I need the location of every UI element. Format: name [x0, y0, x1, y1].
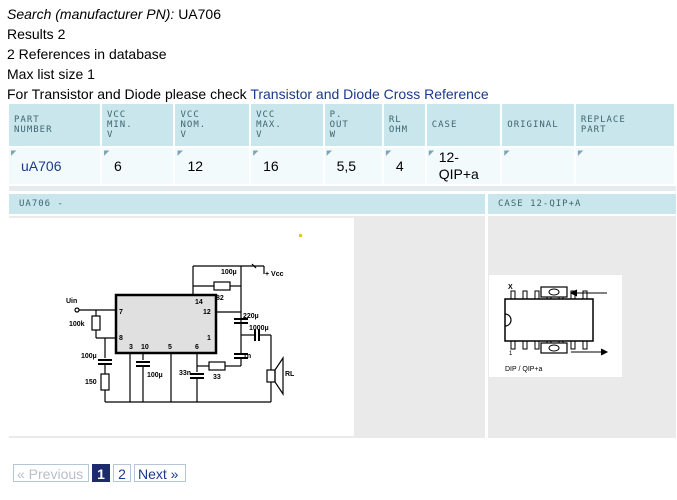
- label-r150: 150: [85, 379, 97, 386]
- label-c1n: 1n: [243, 353, 251, 360]
- package-pin1: 1: [509, 351, 513, 357]
- col-case[interactable]: CASE: [426, 104, 501, 146]
- detail-header-case: CASE 12-QIP+A: [488, 194, 676, 214]
- col-original[interactable]: ORIGINAL: [502, 104, 574, 146]
- cross-reference-prefix: For Transistor and Diode please check: [7, 86, 247, 102]
- cell-rl-ohm: ◤4: [383, 148, 425, 184]
- dip-package-icon: X 1 DIP / QIP+a: [504, 284, 609, 373]
- corner-marker-icon: ◤: [326, 150, 332, 157]
- label-c100u-top: 100µ: [221, 269, 237, 276]
- schematic-panel: Uin 100k 100µ 150 100µ + Vcc 82 220µ 100…: [9, 216, 485, 438]
- label-c100u: 100µ: [81, 353, 97, 360]
- pin-6: 6: [195, 344, 199, 351]
- label-c220u: 220µ: [243, 313, 259, 320]
- corner-marker-icon: ◤: [11, 150, 17, 157]
- corner-marker-icon: ◤: [103, 150, 110, 157]
- cell-replace-part: ◤: [575, 148, 674, 184]
- next-page-button[interactable]: Next »: [134, 464, 186, 482]
- detail-header-part: UA706 -: [9, 194, 485, 214]
- corner-marker-icon: ◤: [177, 150, 183, 157]
- cross-reference-line: For Transistor and Diode please check Tr…: [7, 84, 489, 104]
- previous-page-button: « Previous: [13, 464, 89, 482]
- cell-original: ◤: [502, 148, 574, 184]
- cell-vcc-max: ◤16: [251, 148, 323, 184]
- part-number-link[interactable]: uA706: [21, 158, 62, 174]
- cell-vcc-min: ◤6: [101, 148, 174, 184]
- corner-marker-icon: ◤: [253, 150, 259, 157]
- package-image: X 1 DIP / QIP+a: [489, 275, 622, 377]
- label-c100u-b: 100µ: [147, 372, 163, 379]
- pin-1: 1: [207, 335, 211, 342]
- search-info: Search (manufacturer PN): UA706 Results …: [7, 4, 489, 104]
- search-query: UA706: [178, 6, 221, 22]
- row-separator: [9, 186, 676, 191]
- corner-marker-icon: ◤: [385, 150, 392, 157]
- cell-p-out: ◤5,5: [324, 148, 382, 184]
- label-r82: 82: [216, 295, 224, 302]
- current-page: 1: [92, 464, 110, 482]
- schematic-image: Uin 100k 100µ 150 100µ + Vcc 82 220µ 100…: [9, 218, 354, 436]
- pin-5: 5: [168, 344, 172, 351]
- cross-reference-link[interactable]: Transistor and Diode Cross Reference: [250, 86, 489, 102]
- label-c1000u: 1000µ: [249, 325, 269, 332]
- results-count: Results 2: [7, 26, 66, 42]
- page-2-link[interactable]: 2: [113, 464, 131, 482]
- label-rl: RL: [285, 371, 295, 378]
- cell-vcc-nom: ◤12: [175, 148, 250, 184]
- cell-part-number: ◤ uA706: [9, 148, 100, 184]
- package-panel: X 1 DIP / QIP+a: [488, 216, 676, 438]
- table-row: ◤ uA706 ◤6 ◤12 ◤16 ◤5,5 ◤4 ◤12-QIP+a ◤ ◤: [9, 148, 674, 184]
- corner-marker-icon: ◤: [428, 150, 435, 157]
- label-r33: 33: [213, 374, 221, 381]
- corner-marker-icon: ◤: [577, 150, 584, 157]
- pin-12: 12: [203, 309, 211, 316]
- search-label: Search (manufacturer PN):: [7, 6, 175, 22]
- package-x-mark: X: [508, 284, 513, 291]
- corner-marker-icon: ◤: [504, 150, 510, 157]
- label-r100k: 100k: [69, 321, 85, 328]
- pin-7: 7: [119, 309, 123, 316]
- pin-3: 3: [129, 344, 133, 351]
- cell-case: ◤12-QIP+a: [426, 148, 501, 184]
- label-vcc: + Vcc: [265, 271, 284, 278]
- label-c33n: 33n: [179, 370, 191, 377]
- pin-10: 10: [141, 344, 149, 351]
- search-line: Search (manufacturer PN): UA706: [7, 4, 489, 24]
- pin-8: 8: [119, 335, 123, 342]
- circuit-schematic-icon: Uin 100k 100µ 150 100µ + Vcc 82 220µ 100…: [66, 234, 302, 403]
- pin-14: 14: [195, 299, 203, 306]
- max-list-size: Max list size 1: [7, 66, 95, 82]
- label-uin: Uin: [66, 298, 77, 305]
- references-count: 2 References in database: [7, 46, 167, 62]
- package-caption: DIP / QIP+a: [505, 366, 543, 373]
